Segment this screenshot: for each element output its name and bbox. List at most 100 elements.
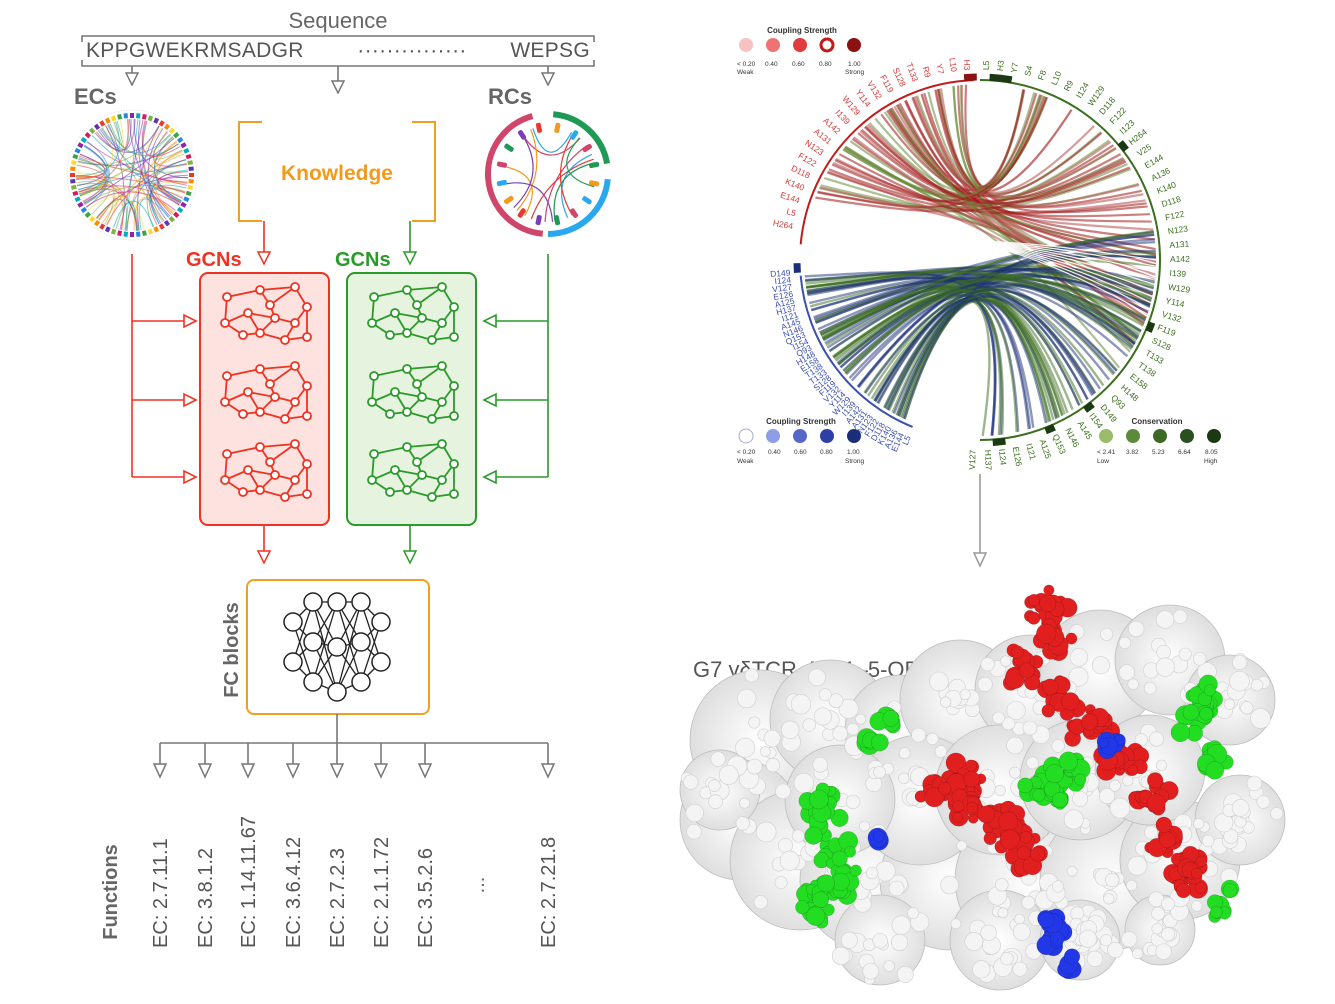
surface-bump — [1232, 654, 1248, 671]
nn-node — [327, 682, 347, 702]
knowledge-label: Knowledge — [281, 162, 393, 185]
surface-residue-patch — [1063, 948, 1081, 965]
surface-residue-patch — [844, 845, 856, 858]
surface-bump — [1051, 880, 1065, 893]
residue-label: V127 — [967, 449, 978, 469]
residue-label: F122 — [1164, 208, 1185, 222]
surface-bump — [774, 876, 788, 890]
left-legend-title: Coupling Strength — [766, 417, 836, 426]
ecs-chord-line — [126, 140, 177, 231]
gcn-green-graphs — [367, 282, 459, 502]
surface-bump — [1109, 779, 1121, 792]
surface-bump — [1014, 913, 1025, 925]
surface-residue-patch — [1147, 772, 1164, 789]
surface-bump — [950, 918, 962, 930]
graph-edge — [226, 289, 261, 298]
graph-node — [402, 442, 412, 452]
residue-label: S4 — [1022, 64, 1034, 77]
protein-structure: G7 γδTCR–MR1–5-OP-RU — [679, 584, 1286, 991]
sequence-right: WEPSG — [510, 39, 590, 62]
surface-bump — [1201, 834, 1215, 848]
residue-label: I124 — [774, 275, 792, 287]
surface-bump — [1193, 818, 1205, 830]
graph-node — [255, 442, 265, 452]
graph-node — [255, 485, 265, 495]
surface-bump — [862, 962, 880, 980]
conservation-tick — [1082, 401, 1095, 413]
graph-node — [290, 318, 300, 328]
graph-node — [402, 407, 412, 417]
gcns-green-label: GCNs — [335, 249, 391, 271]
graph-edge — [373, 289, 408, 298]
surface-residue-patch — [1058, 751, 1079, 771]
ecs-ring-segment — [187, 184, 194, 190]
graph-node — [290, 361, 300, 371]
chord-ribbon-blue — [805, 271, 1138, 340]
ecs-chord-line — [152, 141, 178, 214]
ecs-ring-segment — [72, 190, 79, 197]
rcs-residue-marker — [504, 143, 514, 152]
rcs-label: RCs — [488, 84, 532, 109]
residue-label: A125 — [774, 296, 796, 310]
chord-ribbon-blue — [873, 293, 1096, 402]
ecs-chord-line — [107, 124, 179, 157]
top-legend-v4: 1.00 — [848, 61, 861, 68]
ecs-chord-line — [78, 158, 188, 173]
ecs-ring-segment — [110, 228, 117, 235]
legend-swatch — [847, 38, 861, 52]
chord-ribbon-blue — [806, 269, 1149, 313]
surface-residue-patch — [1017, 777, 1034, 794]
ecs-chord-line — [102, 150, 183, 223]
top-legend-high: Strong — [845, 69, 865, 76]
nn-node — [351, 632, 371, 652]
graph-edge — [259, 365, 296, 370]
graph-node — [437, 282, 447, 292]
surface-bump — [1012, 961, 1028, 977]
graph-node — [427, 335, 437, 345]
graph-edge — [406, 443, 443, 448]
graph-node — [280, 414, 290, 424]
residue-label: H264 — [772, 218, 794, 231]
nn-node — [327, 637, 347, 657]
rcs-residue-marker — [535, 215, 542, 226]
surface-bump — [859, 820, 870, 832]
left-legend-high: Strong — [845, 458, 865, 465]
function-label: EC: 3.8.1.2 — [195, 848, 217, 948]
graph-node — [290, 397, 300, 407]
right-legend-v1: 3.82 — [1126, 449, 1139, 456]
surface-bump — [1118, 636, 1131, 649]
residue-label: Q153 — [1051, 432, 1068, 455]
surface-bump — [686, 824, 702, 840]
surface-bump — [1069, 648, 1089, 667]
ecs-ring-segment — [80, 136, 88, 144]
graph-node — [402, 285, 412, 295]
rcs-chord-line — [513, 133, 534, 209]
ecs-ring-segment — [123, 113, 129, 119]
surface-bump — [708, 779, 721, 792]
legend-swatch — [820, 429, 834, 443]
ecs-chord-line — [76, 178, 124, 231]
surface-bump — [1151, 906, 1166, 921]
graph-network — [220, 361, 312, 424]
graph-node — [270, 313, 280, 323]
graph-node — [220, 397, 230, 407]
surface-residue-patch — [882, 709, 900, 727]
rcs-residue-marker — [582, 143, 592, 153]
graph-edge — [269, 365, 296, 385]
tree-arrow-head — [240, 763, 256, 779]
surface-bump — [1099, 788, 1116, 805]
graph-node — [437, 475, 447, 485]
graph-node — [367, 475, 377, 485]
ecs-chord-line — [79, 145, 108, 196]
graph-node — [302, 459, 312, 469]
chord-core — [793, 73, 1161, 447]
top-legend-v0: < 0.20 — [737, 61, 756, 68]
ecs-ring-segment — [70, 166, 76, 172]
conservation-tick — [1145, 321, 1156, 333]
rcs-chord-line — [516, 129, 538, 211]
nn-edge — [292, 601, 314, 663]
surface-residue-patch — [1209, 905, 1223, 919]
surface-residue-patch — [1127, 764, 1139, 776]
ecs-ring-segment — [176, 206, 184, 214]
surface-bump — [1192, 652, 1207, 666]
